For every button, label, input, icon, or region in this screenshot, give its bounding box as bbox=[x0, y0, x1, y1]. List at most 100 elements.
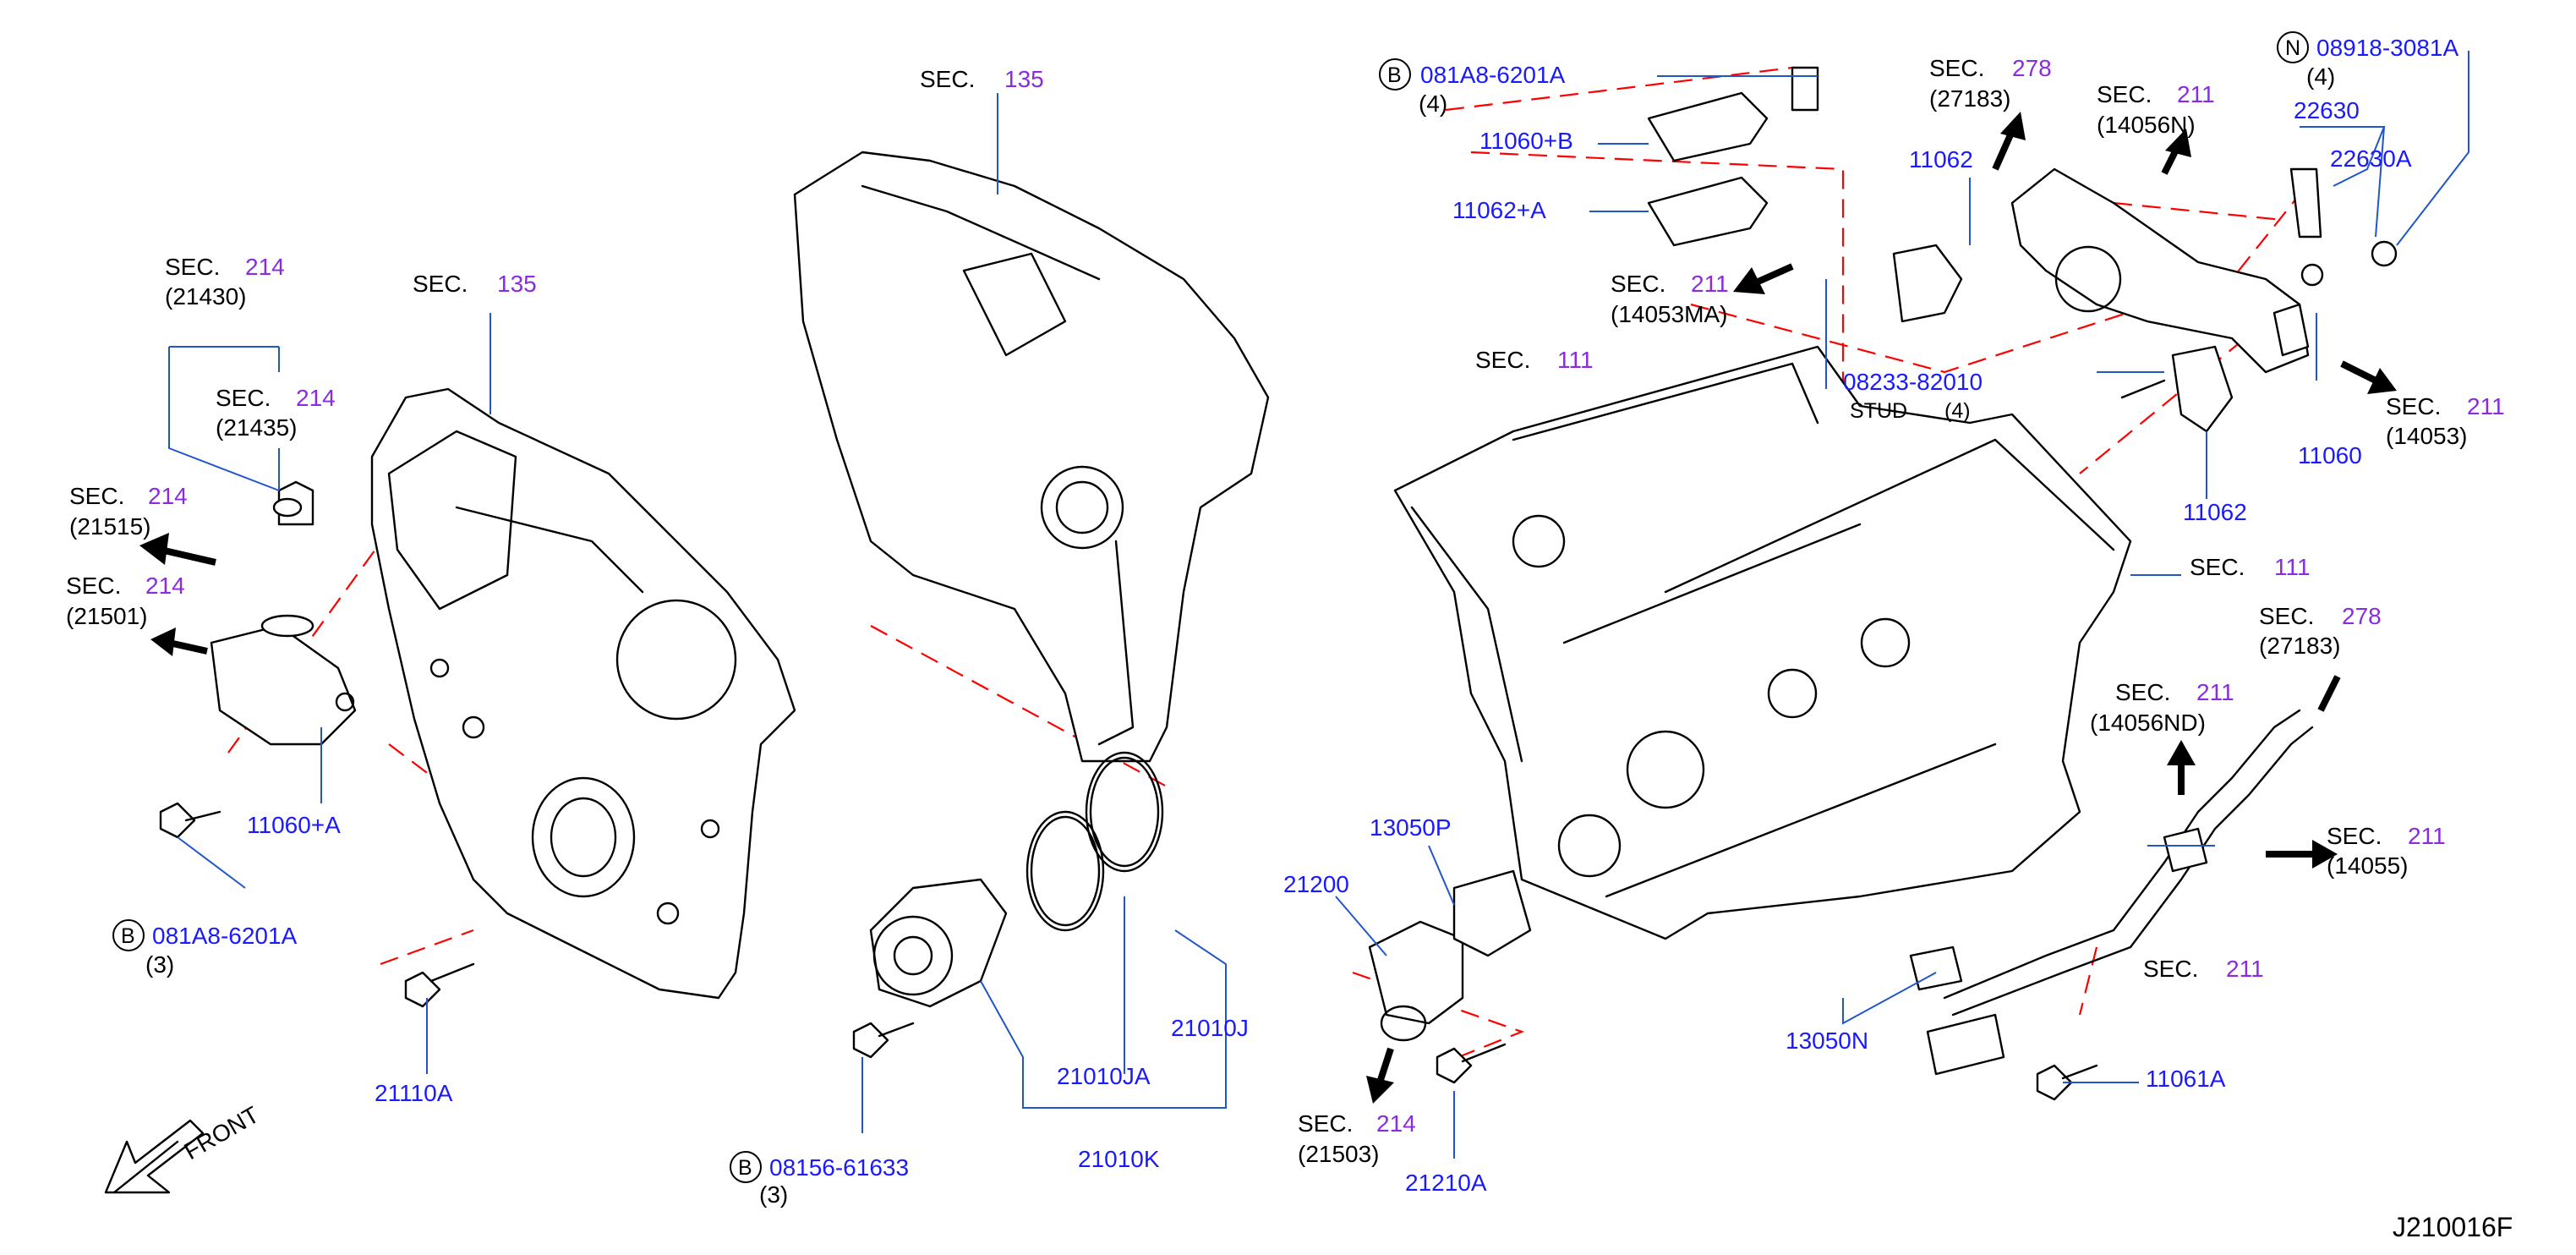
arrow-sec211-14053MA bbox=[1733, 263, 1794, 294]
sec-label: SEC. bbox=[216, 385, 271, 411]
qty-3-left: (3) bbox=[145, 951, 174, 978]
sec-label: SEC. bbox=[1929, 55, 1984, 81]
part-11060A: 11060+A bbox=[247, 812, 341, 838]
part-22630A: 22630A bbox=[2330, 145, 2412, 172]
sec-214-21515-ref: (21515) bbox=[69, 513, 151, 540]
qty-4-top: (4) bbox=[1419, 90, 1447, 117]
b-marker-letter: B bbox=[1387, 63, 1402, 87]
part-081A8-6201A-top: 081A8-6201A bbox=[1420, 62, 1566, 88]
b-marker-icon bbox=[112, 919, 145, 951]
sec-214-number: 214 bbox=[145, 573, 185, 599]
upper-timing-cover bbox=[793, 151, 1270, 763]
sec-211-number: 211 bbox=[1691, 271, 1729, 297]
left-timing-cover bbox=[370, 387, 796, 1000]
water-pump bbox=[869, 751, 1164, 1008]
sec-278-number: 278 bbox=[2342, 603, 2382, 629]
sec-label: SEC. bbox=[2097, 81, 2152, 107]
arrow-sec278-27183 bbox=[1992, 112, 2026, 171]
sec-label: SEC. bbox=[2327, 823, 2382, 849]
sec-label: SEC. bbox=[2259, 603, 2314, 629]
water-outlet-upper bbox=[1892, 167, 2398, 433]
sec-label: SEC. bbox=[920, 66, 975, 92]
sec-278-lower-ref: (27183) bbox=[2259, 633, 2341, 659]
labels: SEC. 214 (21430) SEC. 214 (21435) SEC. 2… bbox=[66, 31, 2513, 1242]
sec-214-number: 214 bbox=[148, 483, 188, 509]
part-13050P: 13050P bbox=[1370, 814, 1452, 841]
sec-211-number: 211 bbox=[2196, 679, 2234, 705]
qty-4-08918: (4) bbox=[2306, 63, 2335, 90]
sec-214-number: 214 bbox=[245, 254, 285, 280]
front-arrow bbox=[104, 1119, 205, 1194]
sec-214-21501-ref: (21501) bbox=[66, 603, 148, 629]
sec-211-number: 211 bbox=[2408, 823, 2446, 849]
qty-3-bolt: (3) bbox=[759, 1181, 788, 1208]
sec-label: SEC. bbox=[165, 254, 220, 280]
cylinder-block bbox=[1393, 345, 2132, 940]
part-11060: 11060 bbox=[2298, 442, 2362, 469]
part-21210A: 21210A bbox=[1405, 1170, 1487, 1196]
direction-arrows bbox=[104, 112, 2397, 1194]
sec-278-number: 278 bbox=[2012, 55, 2052, 81]
leader-lines bbox=[168, 51, 2469, 1159]
sec-211-14056ND-ref: (14056ND) bbox=[2090, 710, 2206, 736]
sec-111-number: 111 bbox=[1557, 347, 1594, 373]
sec-214-21435-ref: (21435) bbox=[216, 414, 298, 441]
part-08156-61633: 08156-61633 bbox=[769, 1154, 909, 1181]
part-081A8-6201A-left: 081A8-6201A bbox=[152, 923, 298, 949]
b-marker-letter: B bbox=[738, 1156, 752, 1180]
sec-label: SEC. bbox=[1475, 347, 1530, 373]
sec-label: SEC. bbox=[2386, 393, 2441, 419]
part-21010J: 21010J bbox=[1171, 1015, 1249, 1041]
sec-211-14056N-ref: (14056N) bbox=[2097, 112, 2196, 138]
part-11061A: 11061A bbox=[2146, 1066, 2226, 1092]
thermostat-housing-left bbox=[210, 480, 357, 746]
thermostat-lower bbox=[1368, 869, 1963, 1042]
arrow-sec211-14053 bbox=[2340, 360, 2397, 394]
part-13050N: 13050N bbox=[1786, 1028, 1868, 1054]
sec-278-27183-ref: (27183) bbox=[1929, 85, 2011, 112]
sec-label: SEC. bbox=[1611, 271, 1665, 297]
sec-label: SEC. bbox=[413, 271, 468, 297]
arrow-sec214-21501 bbox=[150, 628, 208, 656]
sec-214-21503-ref: (21503) bbox=[1298, 1141, 1380, 1167]
arrow-sec214-21503 bbox=[1366, 1047, 1394, 1104]
n-marker-letter: N bbox=[2285, 36, 2300, 60]
b-marker-letter: B bbox=[121, 924, 135, 948]
part-21110A: 21110A bbox=[375, 1080, 453, 1106]
arrow-sec211-14055 bbox=[2266, 840, 2338, 869]
sec-label: SEC. bbox=[69, 483, 124, 509]
part-11062-top: 11062 bbox=[1909, 146, 1973, 173]
part-11062-bottom: 11062 bbox=[2183, 499, 2247, 525]
qty-4-stud: (4) bbox=[1944, 399, 1971, 423]
part-21010K: 21010K bbox=[1078, 1146, 1160, 1172]
sec-214-number: 214 bbox=[1376, 1110, 1416, 1137]
part-11062A: 11062+A bbox=[1452, 197, 1546, 223]
front-label: FRONT bbox=[180, 1101, 264, 1165]
sec-111-number: 111 bbox=[2274, 554, 2311, 580]
upper-gaskets bbox=[1647, 66, 1819, 247]
b-marker-icon bbox=[730, 1151, 762, 1183]
diagram-id: J210016F bbox=[2393, 1212, 2513, 1242]
sec-label: SEC. bbox=[2190, 554, 2245, 580]
sec-214-number: 214 bbox=[296, 385, 336, 411]
sec-214-21430-ref: (21430) bbox=[165, 283, 247, 310]
arrow-sec278-lower bbox=[2317, 675, 2341, 712]
sec-211-number: 211 bbox=[2467, 393, 2505, 419]
stud-label: STUD bbox=[1850, 399, 1907, 423]
sec-211-14055-ref: (14055) bbox=[2327, 852, 2409, 879]
sec-135-number: 135 bbox=[1004, 66, 1044, 92]
sec-211-14053MA-ref: (14053MA) bbox=[1611, 301, 1728, 327]
sec-135-number: 135 bbox=[497, 271, 537, 297]
n-marker-icon bbox=[2277, 31, 2309, 63]
sec-211-number: 211 bbox=[2226, 956, 2264, 982]
part-08918-3081A: 08918-3081A bbox=[2316, 35, 2458, 61]
part-11060B: 11060+B bbox=[1479, 128, 1573, 154]
sec-label: SEC. bbox=[2143, 956, 2198, 982]
part-08233-82010: 08233-82010 bbox=[1843, 369, 1983, 395]
arrow-sec211-14056ND bbox=[2167, 740, 2196, 795]
sec-211-14053-ref: (14053) bbox=[2386, 423, 2468, 449]
part-21200: 21200 bbox=[1283, 871, 1349, 897]
part-21010JA: 21010JA bbox=[1057, 1063, 1151, 1089]
bolts bbox=[159, 379, 2166, 1101]
sec-label: SEC. bbox=[66, 573, 121, 599]
